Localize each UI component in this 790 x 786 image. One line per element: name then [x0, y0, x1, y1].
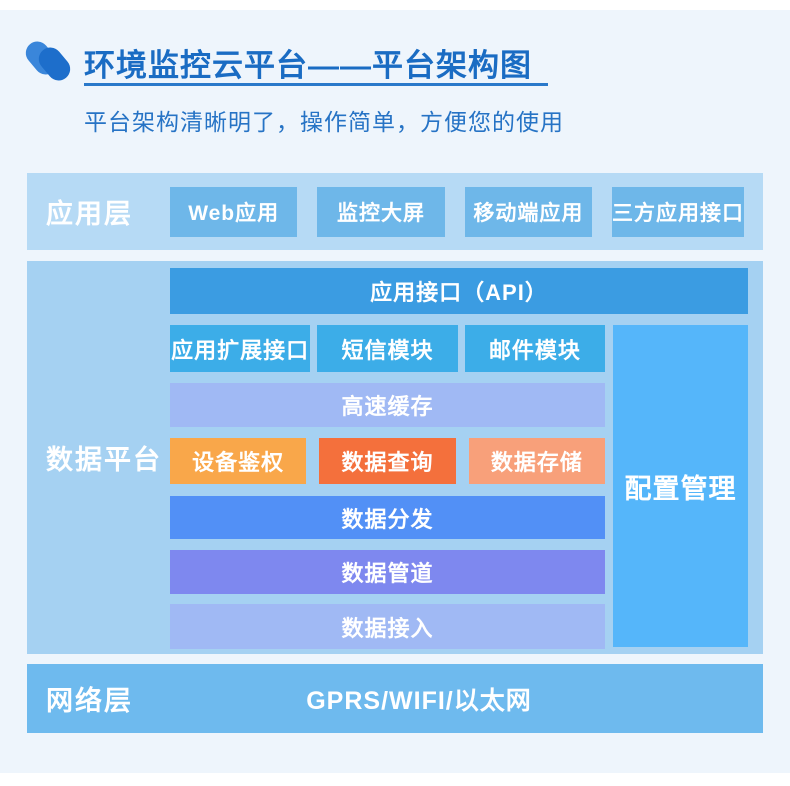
bottom-white-strip	[0, 773, 790, 786]
application-layer-band: 应用层 Web应用 监控大屏 移动端应用 三方应用接口	[27, 173, 763, 250]
app-box-thirdparty-api: 三方应用接口	[612, 187, 744, 237]
data-access-bar: 数据接入	[170, 604, 605, 649]
top-white-strip	[0, 0, 790, 10]
page-subtitle: 平台架构清晰明了，操作简单，方便您的使用	[84, 109, 564, 135]
network-layer-label: 网络层	[46, 686, 133, 716]
device-auth-box: 设备鉴权	[170, 438, 307, 484]
modules-row: 应用扩展接口 短信模块 邮件模块	[170, 325, 605, 372]
app-extension-interface-box: 应用扩展接口	[170, 325, 311, 372]
data-query-box: 数据查询	[319, 438, 456, 484]
data-storage-box: 数据存储	[468, 438, 605, 484]
app-box-monitor-screen: 监控大屏	[317, 187, 445, 237]
title-underline	[84, 83, 548, 86]
data-platform-label: 数据平台	[46, 445, 162, 475]
page-title: 环境监控云平台——平台架构图	[84, 48, 532, 83]
twin-pills-icon	[21, 36, 76, 86]
config-management-box: 配置管理	[613, 325, 748, 647]
network-content-text: GPRS/WIFI/以太网	[306, 686, 532, 715]
data-platform-band: 数据平台 应用接口（API） 应用扩展接口 短信模块 邮件模块 高速缓存 设备鉴…	[27, 261, 763, 654]
application-layer-label: 应用层	[46, 199, 133, 229]
mail-module-box: 邮件模块	[464, 325, 605, 372]
sms-module-box: 短信模块	[317, 325, 458, 372]
application-layer-boxes: Web应用 监控大屏 移动端应用 三方应用接口	[170, 187, 744, 237]
app-box-mobile: 移动端应用	[464, 187, 592, 237]
cache-bar: 高速缓存	[170, 383, 605, 427]
data-pipeline-bar: 数据管道	[170, 550, 605, 594]
api-bar: 应用接口（API）	[170, 268, 748, 314]
app-box-web: Web应用	[170, 187, 298, 237]
services-row: 设备鉴权 数据查询 数据存储	[170, 438, 605, 484]
data-distribute-bar: 数据分发	[170, 496, 605, 539]
network-layer-band: 网络层 GPRS/WIFI/以太网	[27, 664, 763, 733]
